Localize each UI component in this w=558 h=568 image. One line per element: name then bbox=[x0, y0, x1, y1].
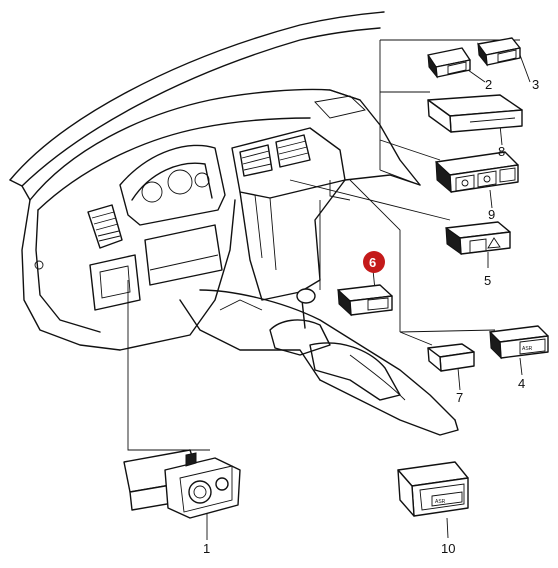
stem-10 bbox=[446, 517, 449, 539]
part-8-blank-cover bbox=[427, 94, 523, 133]
callout-8: 8 bbox=[498, 144, 505, 159]
leader-to-4 bbox=[399, 329, 496, 333]
gear-lever-boot bbox=[269, 319, 331, 356]
tunnel-right-edge bbox=[319, 379, 459, 436]
part-3-switch bbox=[477, 37, 521, 67]
steering-column-cover bbox=[144, 224, 223, 286]
stem-9 bbox=[489, 189, 493, 209]
leader-bracket-bottom bbox=[379, 169, 421, 186]
part-9-switch-panel bbox=[435, 151, 519, 194]
handbrake-boot bbox=[309, 342, 401, 401]
stem-3 bbox=[519, 54, 531, 83]
callout-5: 5 bbox=[484, 273, 491, 288]
callout-1: 1 bbox=[203, 541, 210, 556]
light-switch-panel bbox=[89, 254, 141, 311]
gauge-center bbox=[167, 169, 193, 195]
tunnel-top-edge bbox=[199, 289, 456, 421]
dash-top-surface bbox=[29, 88, 361, 201]
center-stack-slots bbox=[254, 194, 277, 271]
tunnel-trim-line bbox=[219, 299, 263, 311]
leader-to-5-stub bbox=[329, 180, 351, 201]
dash-right-lower bbox=[344, 174, 421, 186]
part-7-blank-cover bbox=[427, 343, 475, 372]
left-air-vent bbox=[87, 204, 123, 249]
leader-console-down bbox=[349, 179, 401, 332]
dash-left-end bbox=[21, 199, 121, 351]
callout-4: 4 bbox=[518, 376, 525, 391]
windshield-edge bbox=[9, 11, 385, 181]
left-vent-louvers bbox=[91, 211, 121, 242]
part-6-asr-switch bbox=[337, 284, 393, 317]
leader-to-1 bbox=[127, 280, 210, 451]
callout-7: 7 bbox=[456, 390, 463, 405]
dashboard-assembly bbox=[9, 11, 459, 436]
leader-lines bbox=[127, 39, 531, 540]
dash-left-inner bbox=[35, 209, 101, 333]
stem-4 bbox=[519, 357, 523, 376]
center-vent-left-louvers bbox=[241, 150, 272, 171]
light-switch-recess bbox=[99, 265, 131, 299]
callout-10: 10 bbox=[441, 541, 455, 556]
windshield-corner bbox=[9, 179, 31, 201]
callout-labels: 2 3 8 9 5 4 7 1 10 6 bbox=[203, 77, 539, 556]
part-1-light-switch bbox=[123, 449, 241, 519]
part-10-label-asr: ASR bbox=[435, 499, 446, 505]
callout-9: 9 bbox=[488, 207, 495, 222]
stem-7 bbox=[457, 367, 461, 391]
callout-3: 3 bbox=[532, 77, 539, 92]
windshield-inner-edge bbox=[21, 27, 381, 187]
dash-right-vent-slot bbox=[314, 95, 366, 119]
instrument-cluster-face bbox=[131, 162, 213, 201]
handbrake-lever bbox=[349, 354, 406, 401]
instrument-cluster-hood bbox=[119, 144, 226, 226]
column-cover-seam bbox=[149, 254, 219, 271]
dash-upper-line bbox=[37, 117, 311, 211]
center-vent-right-louvers bbox=[277, 140, 309, 161]
callout-6-highlight-marker[interactable] bbox=[363, 251, 385, 273]
part-2-switch bbox=[427, 47, 471, 79]
dash-lower-edge bbox=[119, 199, 236, 351]
callout-6[interactable]: 6 bbox=[369, 255, 376, 270]
leader-to-9 bbox=[379, 139, 441, 161]
part-5-hazard-switch bbox=[445, 221, 511, 256]
part-4-asr-switch: ASR bbox=[489, 325, 549, 360]
gauge-left bbox=[141, 181, 163, 203]
gear-knob bbox=[296, 288, 316, 304]
leader-to-7 bbox=[399, 331, 433, 346]
center-vent-right bbox=[275, 134, 311, 168]
tunnel-left-edge bbox=[179, 299, 321, 381]
part-10-asr-switch: ASR bbox=[397, 461, 469, 517]
part-4-label-asr: ASR bbox=[522, 346, 533, 352]
gear-lever-shaft bbox=[301, 299, 306, 329]
dash-left-bolt bbox=[34, 260, 44, 270]
gauge-right bbox=[194, 172, 210, 188]
stem-2 bbox=[467, 69, 486, 83]
callout-2: 2 bbox=[485, 77, 492, 92]
